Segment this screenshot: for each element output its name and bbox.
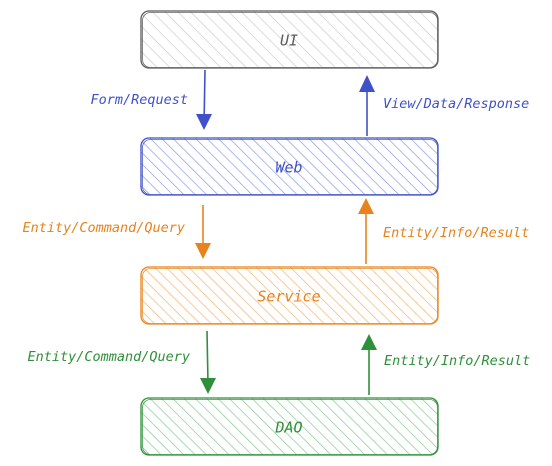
service-to-web-label: Entity/Info/Result — [383, 225, 529, 241]
web-layer-box: Web — [140, 137, 439, 196]
service-to-dao-label: Entity/Command/Query — [27, 349, 190, 365]
service-to-dao-arrow — [200, 330, 216, 394]
ui-to-web-arrow — [196, 69, 212, 130]
ui-layer-box: UI — [140, 10, 439, 69]
web-to-service-label: Entity/Command/Query — [22, 220, 185, 236]
dao-to-service-arrow — [361, 334, 377, 395]
web-to-service-arrow — [195, 205, 211, 259]
dao-to-service-label: Entity/Info/Result — [384, 353, 530, 369]
web-to-ui-arrow — [359, 75, 375, 136]
web-to-ui-label: View/Data/Response — [383, 96, 529, 112]
service-to-web-arrow — [358, 198, 374, 264]
ui-layer-label: UI — [280, 32, 298, 50]
service-layer-label: Service — [257, 288, 320, 306]
dao-layer-box: DAO — [140, 397, 439, 456]
dao-layer-label: DAO — [274, 419, 302, 437]
service-layer-box: Service — [140, 266, 439, 325]
ui-to-web-label: Form/Request — [90, 92, 188, 108]
web-layer-label: Web — [275, 159, 302, 177]
